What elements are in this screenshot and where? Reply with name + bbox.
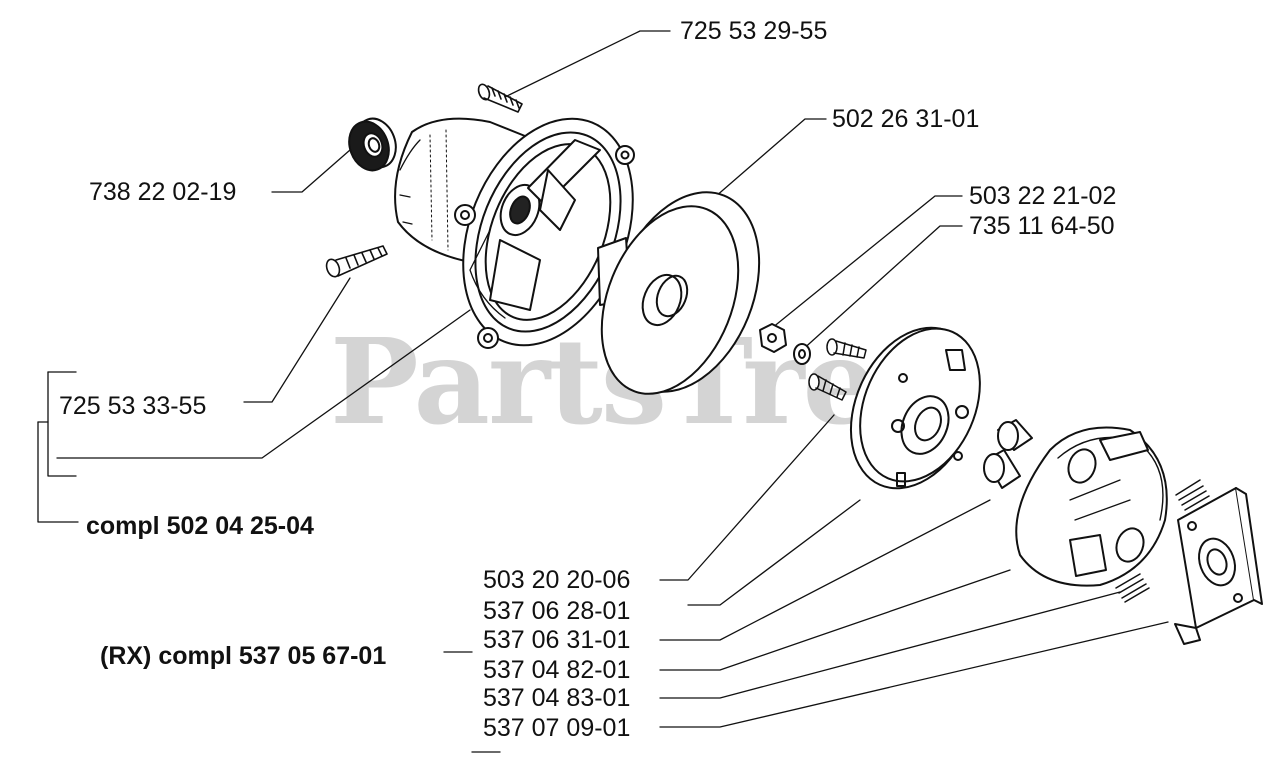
springs-part <box>1115 479 1210 603</box>
nut-part <box>759 323 787 353</box>
part-number-label: 502 26 31-01 <box>832 105 980 133</box>
part-number-label: 537 06 31-01 <box>483 626 631 654</box>
part-number-label: 537 07 09-01 <box>483 714 631 742</box>
part-number-label: 725 53 29-55 <box>680 17 828 45</box>
top-screw-part <box>477 83 523 113</box>
part-number-label: 738 22 02-19 <box>89 178 237 206</box>
part-number-label: 735 11 64-50 <box>969 212 1115 240</box>
washer-part <box>793 343 811 365</box>
clutch-shoes-part <box>1015 426 1168 587</box>
clutch-housing-part <box>394 117 635 349</box>
part-number-label: 725 53 33-55 <box>59 392 207 420</box>
assembly-label: compl 502 04 25-04 <box>86 512 314 540</box>
leader-lines <box>37 30 1169 753</box>
part-number-label: 537 06 28-01 <box>483 597 631 625</box>
clutch-plate-part <box>849 326 981 490</box>
part-number-label: 537 04 83-01 <box>483 684 631 712</box>
shoulder-screws-part <box>808 338 867 401</box>
assembly-label: (RX) compl 537 05 67-01 <box>100 642 387 670</box>
left-screw-part <box>325 245 388 278</box>
clutch-drum-part <box>597 191 761 395</box>
part-number-label: 503 20 20-06 <box>483 566 631 594</box>
bearing-part <box>348 117 397 172</box>
part-number-label: 537 04 82-01 <box>483 656 631 684</box>
bracket-part <box>1174 487 1263 645</box>
part-number-label: 503 22 21-02 <box>969 182 1117 210</box>
spacers-part <box>983 419 1033 489</box>
